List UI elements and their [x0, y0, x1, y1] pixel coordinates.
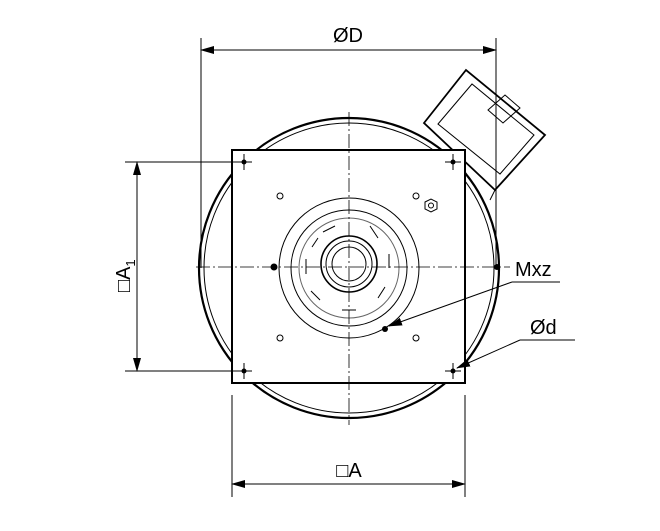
leader-thread: [388, 281, 560, 327]
label-square-a1-main: □A: [113, 266, 135, 292]
mounting-plate: [231, 149, 466, 384]
label-outer-diameter: ØD: [333, 25, 363, 47]
dimension-outer-diameter: [200, 38, 497, 268]
plate-holes: [270, 192, 500, 342]
dimension-square-a1: [125, 161, 244, 372]
impeller-blades: [305, 225, 390, 311]
hex-nut: [424, 198, 438, 213]
label-square-a: □A: [336, 460, 362, 482]
dimension-square-a: [231, 395, 466, 497]
leader-hole-diameter: [456, 339, 575, 369]
terminal-box: [422, 68, 547, 201]
label-square-a1: □A1: [113, 259, 138, 292]
center-lines: [196, 112, 510, 425]
label-thread: Mxz: [515, 259, 552, 281]
label-hole-diameter: Ød: [530, 317, 557, 339]
label-square-a1-sub: 1: [123, 259, 138, 266]
